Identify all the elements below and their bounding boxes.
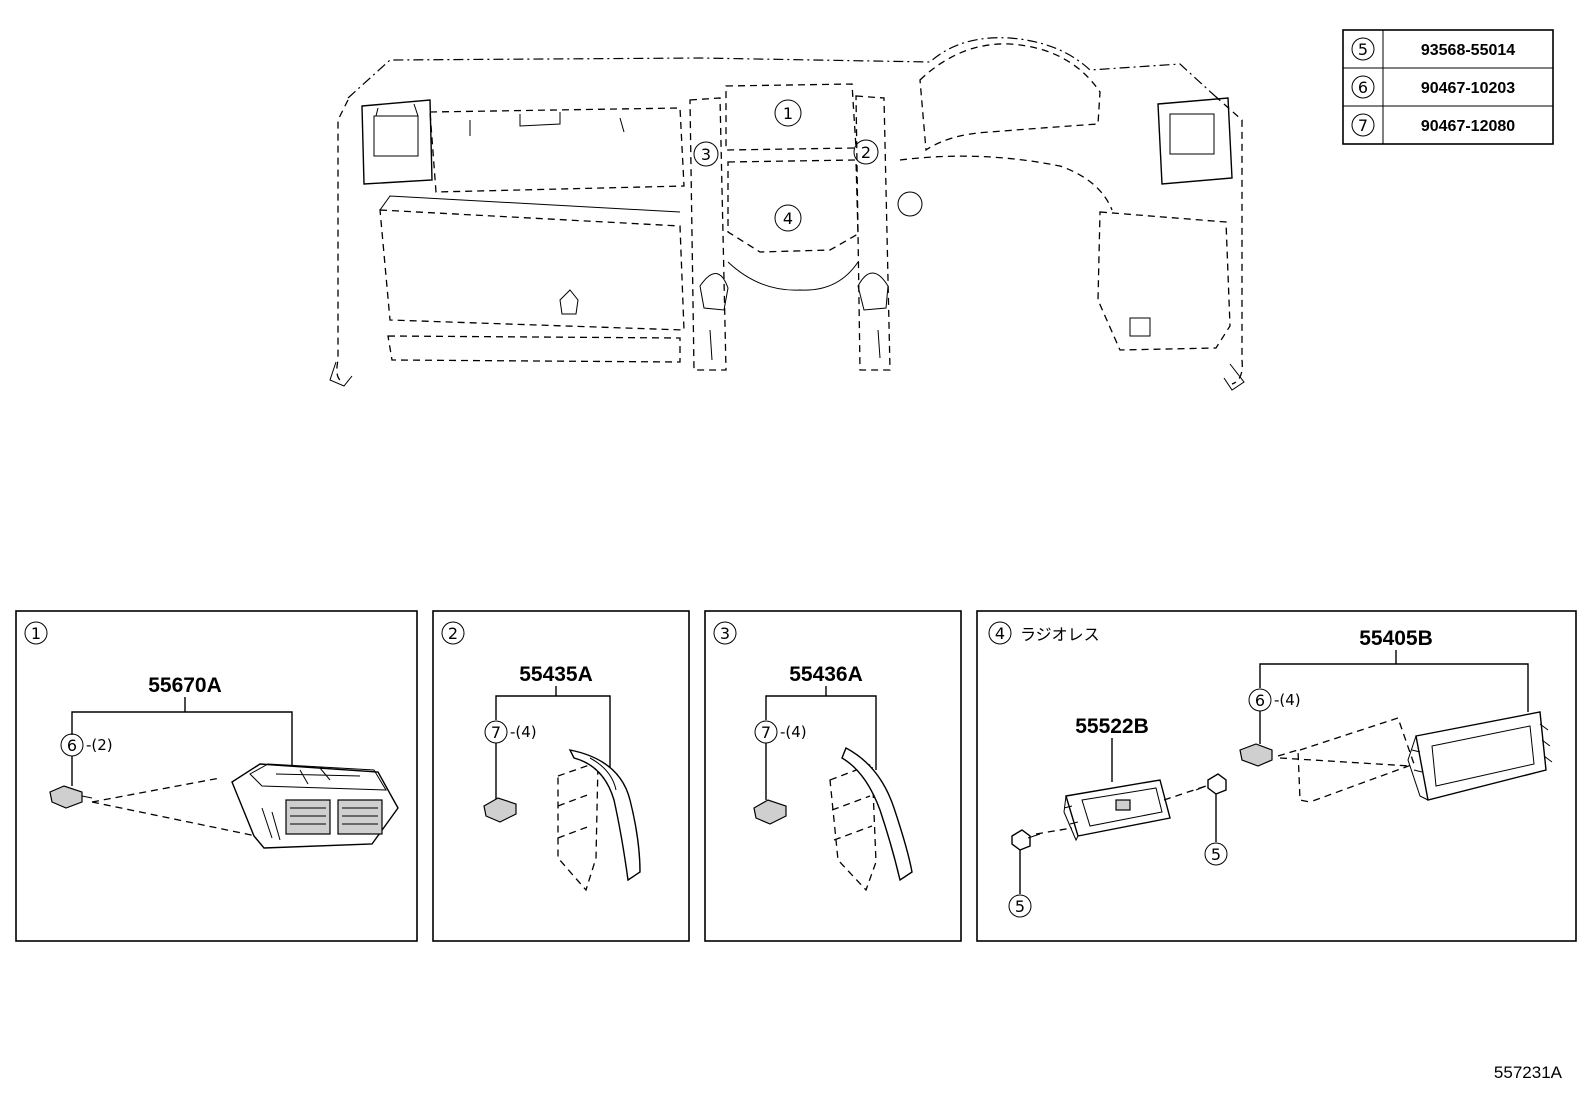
panel-3-fastener-qty: -(4): [780, 723, 807, 741]
table-row: 6 90467-10203: [1351, 75, 1515, 99]
overview-callout-4: 4: [783, 209, 793, 228]
clip-icon: [1239, 743, 1273, 767]
detail-panel-1: 1 55670A 6 -(2): [15, 610, 418, 942]
panel-4-screw-ref-left: 5: [1015, 897, 1025, 916]
overview-callout-2: 2: [861, 143, 871, 162]
display-unit-icon: [1407, 711, 1553, 801]
panel-2-assembly-number: 55435A: [519, 663, 593, 686]
side-garnish-strip-icon: [841, 747, 913, 882]
table-ref-6: 6: [1358, 78, 1368, 97]
panel-2-fastener-ref: 7: [491, 723, 501, 742]
panel-3-ref: 3: [720, 624, 730, 643]
panel-4-fastener-ref: 6: [1255, 691, 1265, 710]
table-part-number: 90467-12080: [1421, 118, 1515, 135]
reference-table: 5 93568-55014 6 90467-10203 7 90467-1208…: [1342, 29, 1554, 145]
table-part-number: 90467-10203: [1421, 80, 1515, 97]
panel-2-ref: 2: [448, 624, 458, 643]
side-garnish-strip-icon: [568, 749, 641, 882]
screw-icon: [1011, 829, 1041, 851]
panel-3-fastener-ref: 7: [761, 723, 771, 742]
panel-3-assembly-number: 55436A: [789, 663, 863, 686]
figure-number: 557231A: [1494, 1063, 1563, 1082]
detail-panel-4: 4 ラジオレス 55405B 6 -(4) 55522B: [976, 610, 1577, 942]
screw-icon: [1195, 773, 1227, 795]
panel-1-assembly-number: 55670A: [148, 674, 222, 697]
table-row: 7 90467-12080: [1351, 113, 1515, 137]
clip-icon: [49, 785, 93, 809]
panel-1-ref: 1: [31, 624, 41, 643]
panel-4-screw-ref-right: 5: [1211, 845, 1221, 864]
blank-panel-icon: [1063, 779, 1171, 842]
instrument-panel-overview: 1 4 3 2: [329, 37, 1245, 391]
panel-4-title: ラジオレス: [1020, 625, 1100, 644]
panel-4-fastener-qty: -(4): [1274, 691, 1301, 709]
center-cluster-panel-icon: [231, 763, 399, 849]
table-row: 5 93568-55014: [1351, 37, 1515, 61]
overview-callout-3: 3: [701, 145, 711, 164]
detail-panel-2: 2 55435A 7 -(4): [432, 610, 690, 942]
panel-4-sub-assembly-number: 55522B: [1075, 715, 1149, 738]
clip-icon: [483, 797, 517, 823]
panel-2-fastener-qty: -(4): [510, 723, 537, 741]
panel-1-fastener-ref: 6: [67, 736, 77, 755]
panel-1-fastener-qty: -(2): [86, 736, 113, 754]
table-ref-5: 5: [1358, 40, 1368, 59]
table-part-number: 93568-55014: [1421, 42, 1515, 59]
detail-panel-3: 3 55436A 7 -(4): [704, 610, 962, 942]
clip-icon: [753, 799, 787, 825]
panel-4-assembly-number: 55405B: [1359, 627, 1433, 650]
overview-callout-1: 1: [783, 104, 793, 123]
panel-4-ref: 4: [995, 624, 1005, 643]
table-ref-7: 7: [1358, 116, 1368, 135]
